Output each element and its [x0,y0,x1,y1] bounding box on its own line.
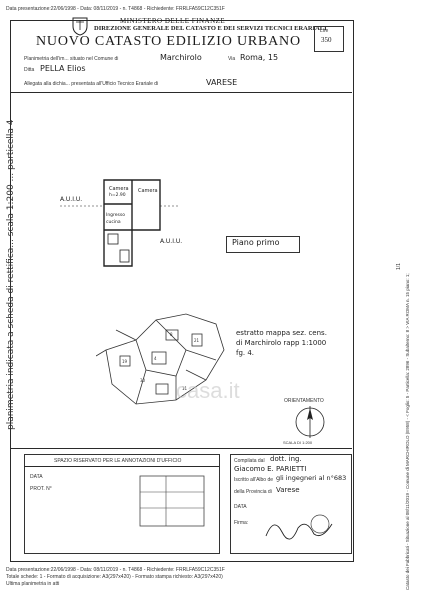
office-data-label: DATA [30,474,43,480]
scala-label: SCALA DI 1:200 [283,440,313,445]
watermark: casa.it [176,378,240,403]
svg-text:19: 19 [122,359,128,364]
office-prot-label: PROT. N° [30,486,52,492]
form-number: 350 [321,36,332,44]
coat-of-arms-icon [72,17,88,36]
room3-label: Ingresso cucina [106,213,125,225]
ditta-label: Ditta [24,67,35,73]
iscritto-label: Iscritto all'Albo de [234,477,274,483]
bottom-divider [10,448,352,449]
orientamento-label: ORIENTAMENTO [284,398,324,404]
form-number-box [314,26,344,52]
mappa-line3: fg. 4. [236,349,255,357]
iscritto-value: gli ingegneri al n°683 [276,474,347,482]
compass-icon [295,406,325,438]
footer-line1: Data presentazione:22/06/1998 - Data: 08… [6,567,225,573]
compilata-label: Compilata dal [234,458,265,464]
header-divider [10,92,352,93]
compilata-data-label: DATA [234,504,247,510]
svg-text:30: 30 [140,378,146,383]
compilata-firma-label: Firma: [234,520,249,526]
provincia-label: della Provincia di [234,489,272,495]
direction: DIREZIONE GENERALE DEL CATASTO E DEI SER… [94,25,327,32]
footer-line3: Ultima planimetria in atti [6,581,60,587]
room2-label: Camera [138,188,158,194]
form-label: Lire [320,28,329,34]
left-adjacent-label: A.U.I.U. [60,196,83,203]
compilata-name: Giacomo E. PARIETTI [234,465,307,473]
cadastral-map: 4 19 21 30 11 8 [96,313,225,405]
provincia-value: Varese [276,486,300,494]
ditta-value: PELLA Elios [40,64,86,73]
svg-text:21: 21 [194,338,200,343]
footer-line2: Totale schede: 1 - Formato di acquisizio… [6,574,223,580]
right-page: 1/1 [396,263,402,270]
floor-plan [60,179,180,267]
svg-text:4: 4 [154,356,157,361]
svg-text:8: 8 [170,332,173,337]
mappa-line1: estratto mappa sez. cens. [236,329,327,337]
comune-value: Marchirolo [160,53,202,62]
office-box-title: SPAZIO RISERVATO PER LE ANNOTAZIONI D'UF… [54,458,182,464]
svg-text:11: 11 [182,386,188,391]
document-frame [10,20,354,562]
header-stamp: Data presentazione:22/06/1998 - Data: 08… [6,6,225,12]
ministry: MINISTERO DELLE FINANZE [120,17,226,25]
vertical-note: planimetria indicata a scheda di rettifi… [6,119,16,430]
floor-label-box [226,236,300,253]
mappa-line2: di Marchirolo rapp 1:1000 [236,339,327,347]
page-title: NUOVO CATASTO EDILIZIO URBANO [36,34,301,49]
compilata-box [230,454,352,554]
signature-icon [265,514,333,540]
right-adjacent-label: A.U.I.U. [160,238,183,245]
compilata-title: dott. ing. [270,455,302,463]
ufficio-value: VARESE [206,78,238,87]
comune-label: Planimetria dell'im... situato nel Comun… [24,56,119,62]
allegata-label: Allegata alla dichia... presentata all'U… [24,81,159,87]
office-stamp [139,475,205,527]
via-value: Roma, 15 [240,53,279,62]
room1-height: h=2.90 [109,193,126,198]
via-label: Via [228,56,236,62]
right-stamp: Catasto dei Fabbricati - Situazione al 0… [405,273,410,590]
room1-label: Camera [109,186,129,192]
office-box-rule [24,466,219,467]
floor-label: Piano primo [232,238,280,247]
office-box [24,454,220,554]
